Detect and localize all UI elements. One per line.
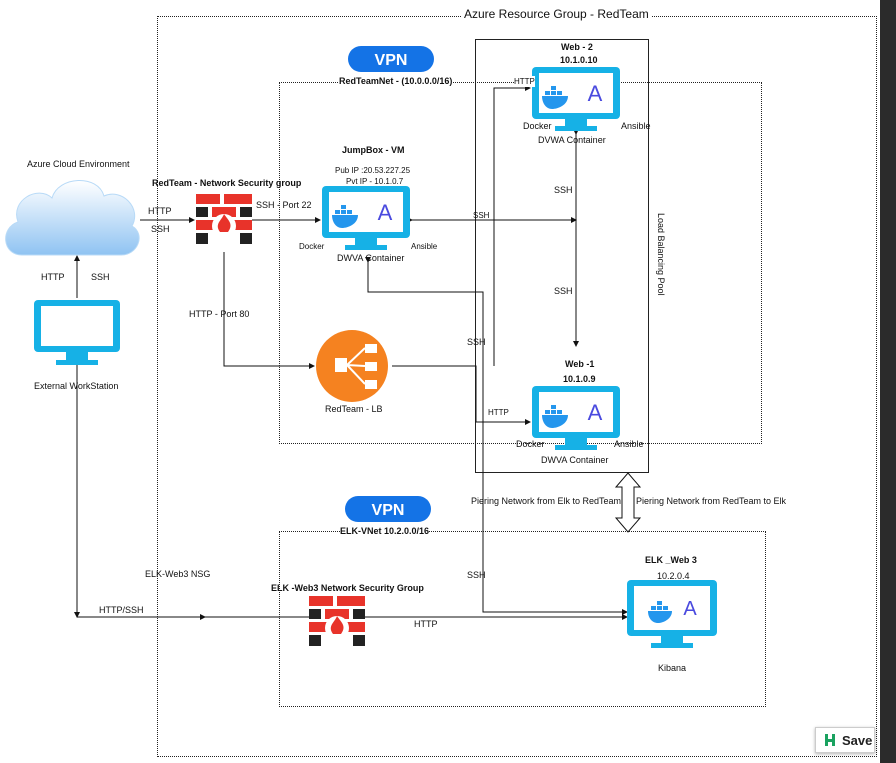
web1-monitor-icon: A	[532, 386, 620, 450]
svg-text:VPN: VPN	[372, 502, 405, 519]
web1-ip: 10.1.0.9	[563, 374, 596, 384]
svg-text:A: A	[378, 200, 393, 225]
web2-title: Web - 2	[561, 42, 593, 52]
workstation-label: External WorkStation	[34, 381, 119, 391]
kibana-label: Kibana	[658, 663, 687, 673]
nsg-ssh-label: SSH	[151, 224, 170, 234]
peering-arrow-icon	[614, 472, 642, 533]
elk-nsg-left-label: ELK-Web3 NSG	[145, 569, 211, 579]
web1-title: Web -1	[565, 359, 595, 369]
save-icon	[825, 734, 835, 746]
web2-docker-label: Docker	[523, 121, 552, 131]
jumpbox-to-elk-line	[365, 257, 628, 615]
jumpbox-docker-label: Docker	[299, 242, 325, 251]
web2-container-label: DVWA Container	[538, 135, 606, 145]
redteam-net-label: RedTeamNet - (10.0.0.0/16)	[339, 76, 453, 87]
svg-text:A: A	[588, 81, 603, 106]
ssh-elk-label: SSH	[467, 570, 486, 580]
save-button[interactable]: Save	[815, 727, 875, 753]
elk-net-label: ELK-VNet 10.2.0.0/16	[340, 526, 430, 537]
resource-group-label: Azure Resource Group - RedTeam	[462, 7, 651, 21]
web1-http-label: HTTP	[488, 408, 509, 417]
elk-monitor-icon: A	[627, 580, 717, 648]
jumpbox-title: JumpBox - VM	[342, 145, 405, 155]
vpn-red-icon: VPN	[348, 46, 434, 72]
web2-monitor-icon: A	[532, 67, 620, 131]
nsg-to-lb-line	[223, 252, 315, 369]
web2-http-label: HTTP	[514, 76, 535, 87]
jumpbox-container-label: DWVA Container	[337, 253, 405, 263]
ssh-web-top-label: SSH	[554, 185, 573, 195]
ssh-web-mid-label: SSH	[554, 286, 573, 296]
web1-container-label: DWVA Container	[541, 455, 609, 465]
ssh-lb-label: SSH	[467, 337, 486, 347]
web1-docker-label: Docker	[516, 439, 545, 449]
azure-cloud-icon	[5, 180, 140, 256]
azure-cloud-label: Azure Cloud Environment	[27, 159, 130, 169]
ws-link-label: HTTP/SSH	[99, 605, 144, 615]
web1-ansible-label: Ansible	[614, 439, 644, 449]
jumpbox-pvt-ip: Pvt IP - 10.1.0.7	[346, 177, 404, 186]
nsg-title: RedTeam - Network Security group	[152, 178, 302, 188]
lb-pool-label: Load Balancing Pool	[656, 213, 666, 296]
elk-nsg-http-label: HTTP	[414, 619, 438, 629]
jumpbox-pub-ip: Pub IP :20.53.227.25	[335, 166, 411, 175]
peering-left-label: Piering Network from Elk to RedTeam	[471, 496, 622, 506]
web2-ansible-label: Ansible	[621, 121, 651, 131]
ws-http-label: HTTP	[41, 272, 65, 282]
elk-title: ELK _Web 3	[645, 555, 697, 565]
peering-right-label: Piering Network from RedTeam to Elk	[636, 496, 787, 506]
vertical-scrollbar[interactable]	[880, 0, 896, 763]
nsg-http-label: HTTP	[148, 206, 172, 216]
vpn-elk-icon: VPN	[345, 496, 431, 522]
load-balancer-icon	[316, 330, 388, 402]
nsg-ssh-port-label: SSH - Port 22	[256, 200, 312, 210]
svg-text:A: A	[588, 400, 603, 425]
nsg-http-port-label: HTTP - Port 80	[189, 309, 250, 319]
ssh-jump-web-label: SSH	[473, 211, 490, 220]
nsg-firewall-icon	[196, 194, 252, 244]
jumpbox-monitor-icon: A	[322, 186, 410, 250]
elk-nsg-firewall-icon	[309, 596, 365, 646]
svg-text:VPN: VPN	[375, 52, 408, 69]
web2-ip: 10.1.0.10	[560, 55, 598, 65]
save-button-label: Save	[842, 732, 873, 748]
load-balancer-label: RedTeam - LB	[325, 404, 383, 414]
svg-text:A: A	[683, 598, 697, 620]
workstation-monitor-icon	[34, 300, 120, 365]
elk-nsg-title: ELK -Web3 Network Security Group	[271, 583, 424, 593]
elk-ip: 10.2.0.4	[657, 571, 690, 581]
ws-ssh-label: SSH	[91, 272, 110, 282]
jumpbox-ansible-label: Ansible	[411, 242, 438, 251]
lb-to-web1-line	[392, 365, 531, 425]
